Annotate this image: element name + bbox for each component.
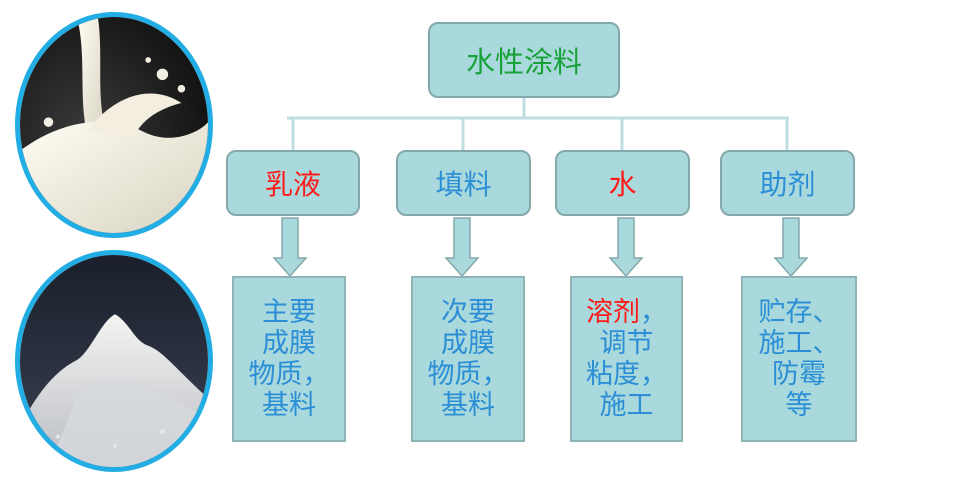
white-powder-photo xyxy=(15,250,213,472)
detail-line: 贮存、 xyxy=(758,297,840,328)
category-water: 水 xyxy=(555,150,690,216)
detail-filler: 次要 成膜 物质， 基料 xyxy=(411,276,525,442)
detail-emulsion: 主要 成膜 物质， 基料 xyxy=(232,276,346,442)
category-label: 乳液 xyxy=(264,168,321,201)
detail-line: 调节 xyxy=(599,328,654,359)
category-filler: 填料 xyxy=(396,150,531,216)
down-arrow-2 xyxy=(608,217,644,278)
root-node: 水性涂料 xyxy=(428,22,620,98)
milk-splash-image xyxy=(20,17,208,233)
white-powder-image xyxy=(20,255,208,467)
detail-line: 次要 xyxy=(441,297,495,328)
down-arrow-0 xyxy=(272,217,308,278)
category-label: 助剂 xyxy=(759,168,816,201)
down-arrow-3 xyxy=(773,217,809,278)
detail-line: 成膜 xyxy=(262,328,316,359)
root-label: 水性涂料 xyxy=(465,45,582,79)
detail-punct: ， xyxy=(640,297,667,328)
detail-line: 物质， xyxy=(427,359,509,390)
detail-additive: 贮存、 施工、 防霉 等 xyxy=(741,276,857,442)
detail-line: 施工 xyxy=(599,390,654,421)
down-arrow-1 xyxy=(444,217,480,278)
category-emulsion: 乳液 xyxy=(226,150,360,216)
category-label: 填料 xyxy=(435,168,492,201)
detail-line: 施工、 xyxy=(758,328,840,359)
detail-line: 等 xyxy=(785,390,813,421)
milk-splash-photo xyxy=(15,12,213,238)
detail-line: 基料 xyxy=(441,390,495,421)
detail-line: 防霉 xyxy=(772,359,826,390)
detail-line: 主要 xyxy=(262,297,316,328)
detail-water: 溶剂， 调节 粘度， 施工 xyxy=(570,276,683,442)
category-additive: 助剂 xyxy=(720,150,855,216)
detail-line-first: 溶剂， xyxy=(586,297,667,328)
category-label: 水 xyxy=(608,168,637,201)
detail-line: 基料 xyxy=(262,390,316,421)
detail-line: 粘度， xyxy=(586,359,667,390)
detail-line: 成膜 xyxy=(441,328,495,359)
detail-highlight: 溶剂 xyxy=(586,297,640,328)
detail-line: 物质， xyxy=(248,359,330,390)
